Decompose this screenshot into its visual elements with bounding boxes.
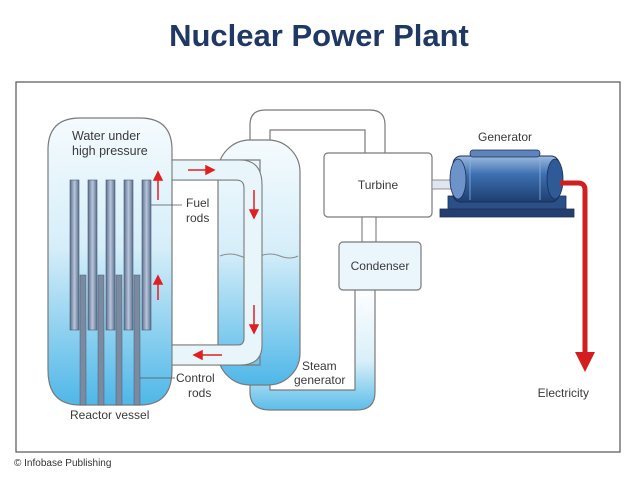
- control-rod: [133, 274, 141, 406]
- steam-generator-label-2: generator: [294, 373, 345, 387]
- control-rods-label-2: rods: [188, 386, 211, 400]
- control-rods-label: Control: [176, 371, 215, 385]
- control-rod: [115, 274, 123, 406]
- turbine-label: Turbine: [358, 178, 399, 192]
- turbine-condenser-pipe: [361, 216, 377, 243]
- condenser-label: Condenser: [351, 259, 410, 273]
- condenser-box: [338, 241, 422, 291]
- steam-generator-label: Steam: [302, 359, 337, 373]
- water-pressure-label-2: high pressure: [72, 144, 148, 158]
- flow-arrows: [152, 164, 260, 361]
- electricity-label: Electricity: [538, 386, 589, 400]
- electricity-arrowhead: [575, 352, 595, 372]
- fuel-rod: [123, 179, 134, 331]
- control-rod: [79, 274, 87, 406]
- fuel-rod: [87, 179, 98, 331]
- primary-loop-pipe: [171, 159, 263, 366]
- fuel-rods-label-2: rods: [186, 211, 209, 225]
- fuel-rods-label: Fuel: [186, 196, 209, 210]
- copyright-credit: © Infobase Publishing: [14, 458, 112, 469]
- fuel-rod: [105, 179, 116, 331]
- control-rod: [97, 274, 105, 406]
- electricity-line: [560, 180, 588, 355]
- reactor-vessel-label: Reactor vessel: [70, 408, 149, 422]
- generator-label: Generator: [478, 130, 532, 144]
- fuel-rod: [141, 179, 152, 331]
- water-pressure-label: Water under: [72, 129, 140, 143]
- generator: [439, 149, 575, 218]
- fuel-rod: [69, 179, 80, 331]
- page-title: Nuclear Power Plant: [169, 18, 469, 53]
